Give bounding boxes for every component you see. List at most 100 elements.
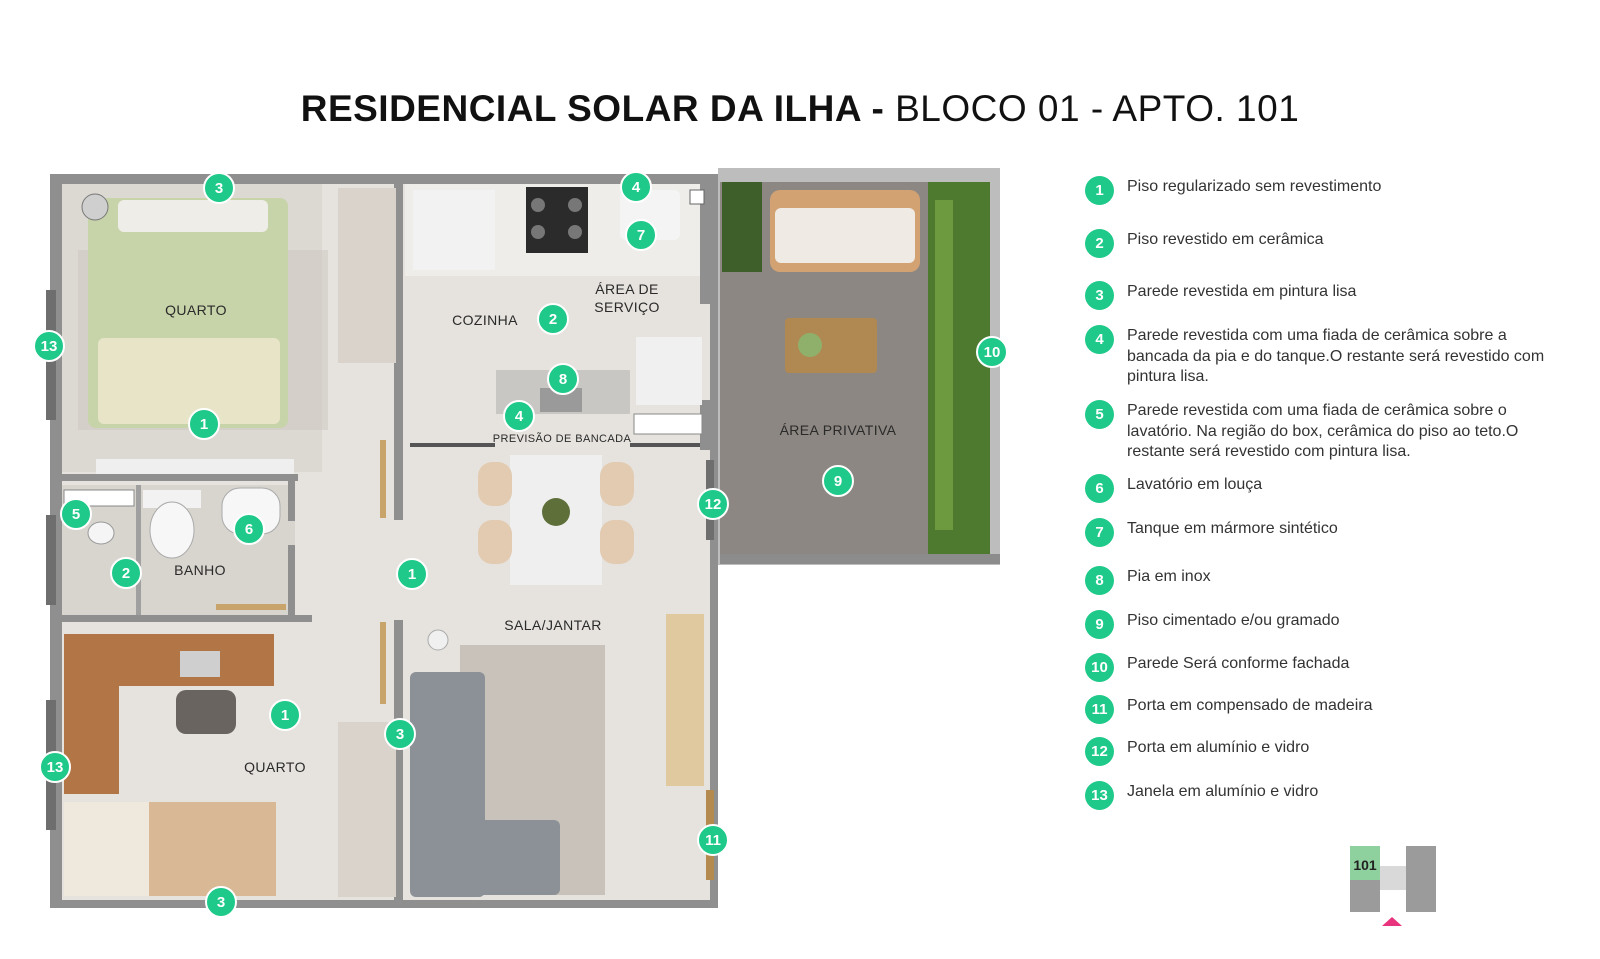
washing-machine: [636, 337, 702, 405]
marker-10: 10: [976, 336, 1008, 368]
legend-badge: 9: [1085, 610, 1114, 639]
legend-badge: 13: [1085, 781, 1114, 810]
label-banho: BANHO: [174, 562, 226, 578]
svg-text:1: 1: [281, 707, 289, 724]
legend-text: Janela em alumínio e vidro: [1127, 783, 1319, 800]
label-cozinha: COZINHA: [452, 312, 518, 328]
legend-text: Parede revestida em pintura lisa: [1127, 283, 1357, 300]
legend-item: 1 Piso regularizado sem revestimento: [1085, 176, 1567, 205]
svg-text:9: 9: [834, 473, 842, 490]
legend-text: Parede revestida com uma fiada de cerâmi…: [1127, 402, 1519, 460]
legend-item: 4 Parede revestida com uma fiada de cerâm…: [1085, 325, 1567, 388]
label-servico-1: ÁREA DE: [595, 281, 659, 297]
legend-text: Porta em compensado de madeira: [1127, 697, 1373, 714]
marker-9: 9: [822, 465, 854, 497]
title-bold: RESIDENCIAL SOLAR DA ILHA -: [300, 88, 885, 129]
marker-11: 11: [697, 824, 729, 856]
svg-text:7: 7: [637, 227, 645, 244]
svg-text:5: 5: [72, 506, 80, 523]
legend-item: 7 Tanque em mármore sintético: [1085, 518, 1567, 547]
svg-text:8: 8: [559, 371, 567, 388]
marker-3-mid: 3: [384, 718, 416, 750]
marker-2-cozinha: 2: [537, 303, 569, 335]
legend-badge: 11: [1085, 695, 1114, 724]
svg-text:2: 2: [122, 565, 130, 582]
title-regular: BLOCO 01 - APTO. 101: [895, 88, 1300, 129]
svg-text:3: 3: [217, 894, 225, 911]
desk-chair: [176, 690, 236, 734]
plant-corner: [722, 182, 762, 272]
legend-badge: 1: [1085, 176, 1114, 205]
svg-text:11: 11: [705, 832, 721, 849]
legend-text: Parede revestida com uma fiada de cerâmi…: [1127, 327, 1545, 385]
legend-badge: 2: [1085, 229, 1114, 258]
svg-text:12: 12: [705, 496, 722, 513]
private-area: [718, 168, 1000, 565]
marker-3-top: 3: [203, 172, 235, 204]
label-bancada: PREVISÃO DE BANCADA: [493, 432, 632, 445]
marker-7: 7: [625, 219, 657, 251]
key-unit-label: 101: [1353, 857, 1377, 873]
toilet: [149, 501, 195, 559]
outdoor-table: [785, 318, 877, 373]
page-title: RESIDENCIAL SOLAR DA ILHA - BLOCO 01 - A…: [0, 88, 1600, 130]
legend-text: Tanque em mármore sintético: [1127, 520, 1338, 537]
label-sala: SALA/JANTAR: [504, 617, 602, 633]
lamp1: [81, 193, 109, 221]
legend-text: Piso regularizado sem revestimento: [1127, 178, 1382, 195]
wardrobe2: [338, 722, 396, 897]
svg-text:2: 2: [549, 311, 557, 328]
marker-5: 5: [60, 498, 92, 530]
tv-rack: [666, 614, 704, 786]
label-privativa: ÁREA PRIVATIVA: [780, 422, 897, 438]
living: [410, 614, 704, 897]
legend-badge: 12: [1085, 737, 1114, 766]
bedroom2: [64, 634, 396, 897]
legend-item: 11 Porta em compensado de madeira: [1085, 695, 1567, 724]
dining: [478, 455, 634, 585]
desk-side: [64, 634, 119, 794]
marker-12: 12: [697, 488, 729, 520]
legend-text: Porta em alumínio e vidro: [1127, 739, 1310, 756]
marker-1-quarto: 1: [188, 408, 220, 440]
legend-text: Piso revestido em cerâmica: [1127, 231, 1324, 248]
legend-badge: 5: [1085, 400, 1114, 429]
legend-text: Pia em inox: [1127, 568, 1211, 585]
legend-badge: 8: [1085, 566, 1114, 595]
legend-text: Parede Será conforme fachada: [1127, 655, 1350, 672]
key-unit-101: [1350, 846, 1380, 880]
marker-1-quarto2: 1: [269, 699, 301, 731]
svg-text:4: 4: [632, 179, 641, 196]
legend-badge: 7: [1085, 518, 1114, 547]
legend-badge: 4: [1085, 325, 1114, 354]
fridge: [413, 190, 495, 270]
marker-4-bancada: 4: [503, 400, 535, 432]
legend-item: 5 Parede revestida com uma fiada de cerâm…: [1085, 400, 1567, 463]
marker-3-bottom: 3: [205, 886, 237, 918]
svg-text:1: 1: [200, 416, 208, 433]
window-bath: [46, 515, 56, 605]
wardrobe1: [338, 188, 396, 363]
marker-2-banho: 2: [110, 557, 142, 589]
svg-text:13: 13: [47, 759, 64, 776]
legend-item: 8 Pia em inox: [1085, 566, 1567, 595]
legend-item: 13 Janela em alumínio e vidro: [1085, 781, 1567, 810]
svg-text:3: 3: [396, 726, 404, 743]
legend-badge: 6: [1085, 474, 1114, 503]
marker-6: 6: [233, 513, 265, 545]
north-arrow-icon: [1382, 917, 1402, 926]
privativa-wall-bottom: [720, 554, 1000, 564]
marker-1-sala: 1: [396, 558, 428, 590]
svg-text:4: 4: [515, 408, 524, 425]
legend-item: 12 Porta em alumínio e vidro: [1085, 737, 1567, 766]
svg-text:13: 13: [41, 338, 58, 355]
marker-13-bottom: 13: [39, 751, 71, 783]
bathroom: [63, 487, 281, 559]
floor-plan: .rl { font-family:"Liberation Sans", san…: [33, 168, 1008, 918]
legend-item: 2 Piso revestido em cerâmica: [1085, 229, 1567, 258]
label-quarto2: QUARTO: [244, 759, 306, 775]
svg-text:3: 3: [215, 180, 223, 197]
